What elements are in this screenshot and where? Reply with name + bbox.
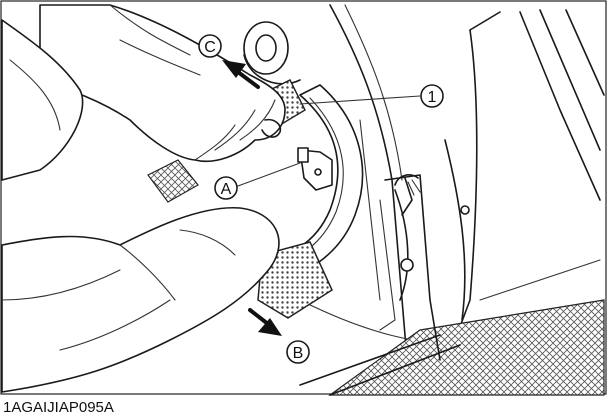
clip-a	[297, 147, 333, 191]
callout-a-label: A	[221, 181, 232, 198]
arrow-b	[248, 308, 282, 336]
callout-b-label: B	[293, 345, 304, 362]
callout-b: B	[286, 340, 310, 364]
steering-column	[243, 21, 301, 85]
callout-1: 1	[420, 84, 444, 108]
callout-c-label: C	[204, 39, 216, 56]
callout-1-label: 1	[428, 89, 437, 106]
arrow-c	[222, 60, 260, 89]
pedal-bracket	[379, 174, 441, 361]
arm-sleeve	[1, 19, 84, 181]
figure-code: 1AGAIJIAP095A	[3, 399, 114, 416]
hand-right	[39, 4, 286, 163]
foot	[1, 207, 280, 393]
pedal-pad	[257, 241, 333, 319]
callout-c: C	[198, 34, 222, 58]
leader-line-1	[299, 95, 421, 105]
leader-line-a	[237, 162, 301, 187]
callout-a: A	[214, 176, 238, 200]
footrest-pad	[147, 159, 199, 203]
